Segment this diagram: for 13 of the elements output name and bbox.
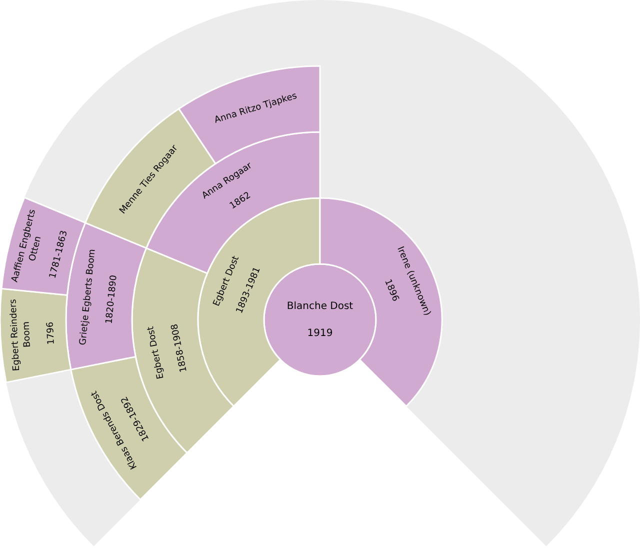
person-name: Egbert Dost <box>145 325 168 380</box>
person-name: Egbert Reinders Boom <box>8 298 34 374</box>
person-name: Grietje Egberts Boom <box>78 248 100 346</box>
life-dates: 1896 <box>382 277 402 304</box>
life-dates: 1919 <box>307 327 333 340</box>
ancestor-segment <box>0 288 72 384</box>
root-person-circle <box>263 263 377 377</box>
life-dates: 1820-1890 <box>103 274 120 324</box>
person-name: Blanche Dost <box>286 300 354 313</box>
ancestor-segment <box>65 222 148 370</box>
person-name: Anna Ritzo Tjapkes <box>213 90 299 127</box>
ancestor-segment <box>178 65 321 164</box>
life-dates: 1796 <box>44 322 58 345</box>
